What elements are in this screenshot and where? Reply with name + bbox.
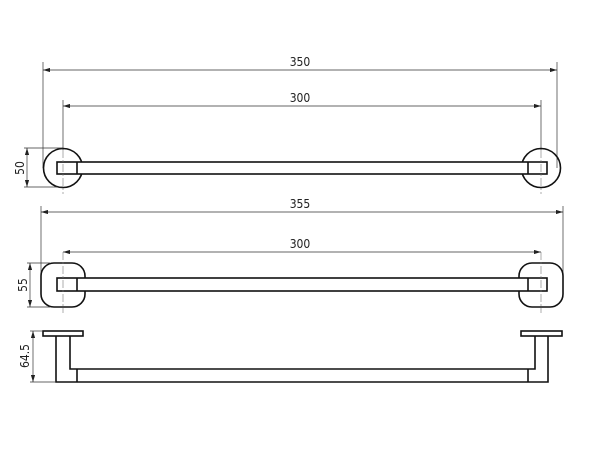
dimension-300-b: 300 (290, 237, 311, 251)
dimension-64-5: 64.5 (18, 344, 32, 368)
dimension-55: 55 (16, 278, 30, 292)
bar (56, 277, 548, 292)
front-view-square: 355 300 55 (16, 197, 564, 313)
dimension-300: 300 (290, 91, 311, 105)
right-flange (520, 330, 563, 337)
dimension-50: 50 (13, 161, 27, 175)
front-view-round: 350 300 50 (13, 55, 562, 194)
bar-profile (55, 336, 549, 383)
bar (56, 161, 548, 175)
side-view: 64.5 (18, 330, 563, 383)
dimension-355: 355 (290, 197, 311, 211)
left-flange (42, 330, 84, 337)
dimension-350: 350 (290, 55, 311, 69)
